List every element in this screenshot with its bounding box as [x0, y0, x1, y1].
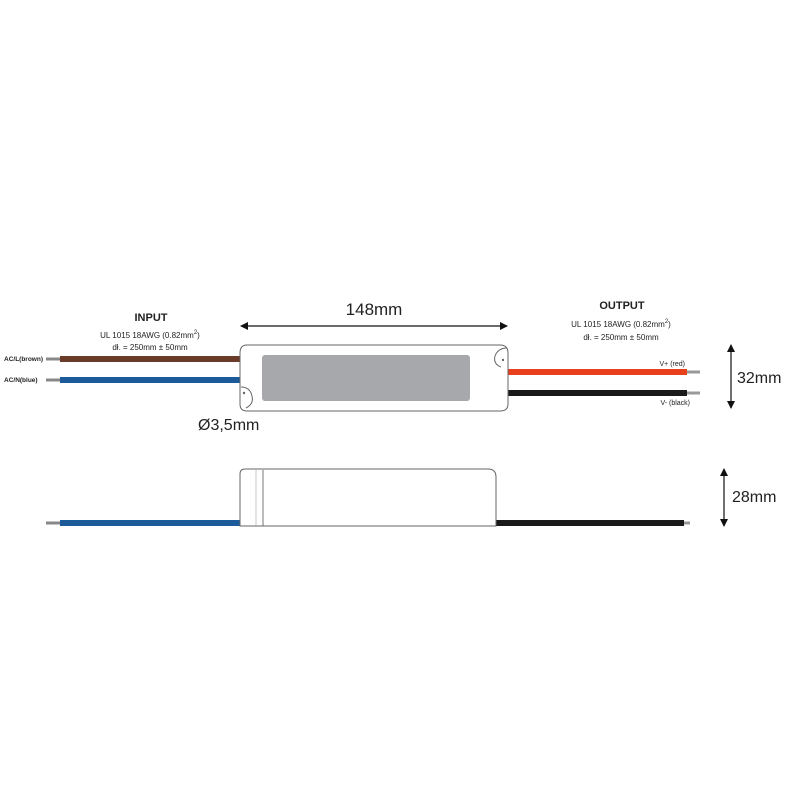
input-cable-spec: UL 1015 18AWG (0.82mm2): [100, 330, 200, 340]
wire-live-label: AC/L(brown): [4, 356, 43, 363]
input-title: INPUT: [135, 312, 168, 324]
wire-negative-label: V- (black): [660, 400, 690, 407]
side-view: 28mm: [46, 468, 776, 527]
output-wire-positive: [507, 369, 700, 375]
length-label: 148mm: [346, 300, 403, 319]
screw-hole-right: [494, 347, 508, 368]
input-wire-live: [46, 356, 240, 362]
wire-positive-label: V+ (red): [660, 361, 685, 368]
output-cable-length: dł. = 250mm ± 50mm: [583, 333, 659, 342]
output-wire-negative: [507, 390, 700, 396]
output-cable-spec: UL 1015 18AWG (0.82mm2): [571, 319, 671, 329]
housing-top: [239, 344, 509, 412]
output-title: OUTPUT: [599, 300, 645, 312]
housing-side: [239, 468, 497, 527]
label-panel: [262, 355, 470, 401]
thickness-label: 28mm: [732, 489, 776, 506]
top-view: INPUT UL 1015 18AWG (0.82mm2) dł. = 250m…: [4, 300, 781, 434]
wire-neutral-label: AC/N(blue): [4, 377, 38, 384]
side-output-wire: [494, 520, 690, 526]
input-cable-length: dł. = 250mm ± 50mm: [112, 343, 188, 352]
height-label: 32mm: [737, 370, 781, 387]
input-wire-neutral: [46, 377, 240, 383]
side-input-wire: [46, 520, 240, 526]
screw-hole-left: [240, 386, 253, 409]
screw-hole-label: Ø3,5mm: [198, 417, 259, 434]
